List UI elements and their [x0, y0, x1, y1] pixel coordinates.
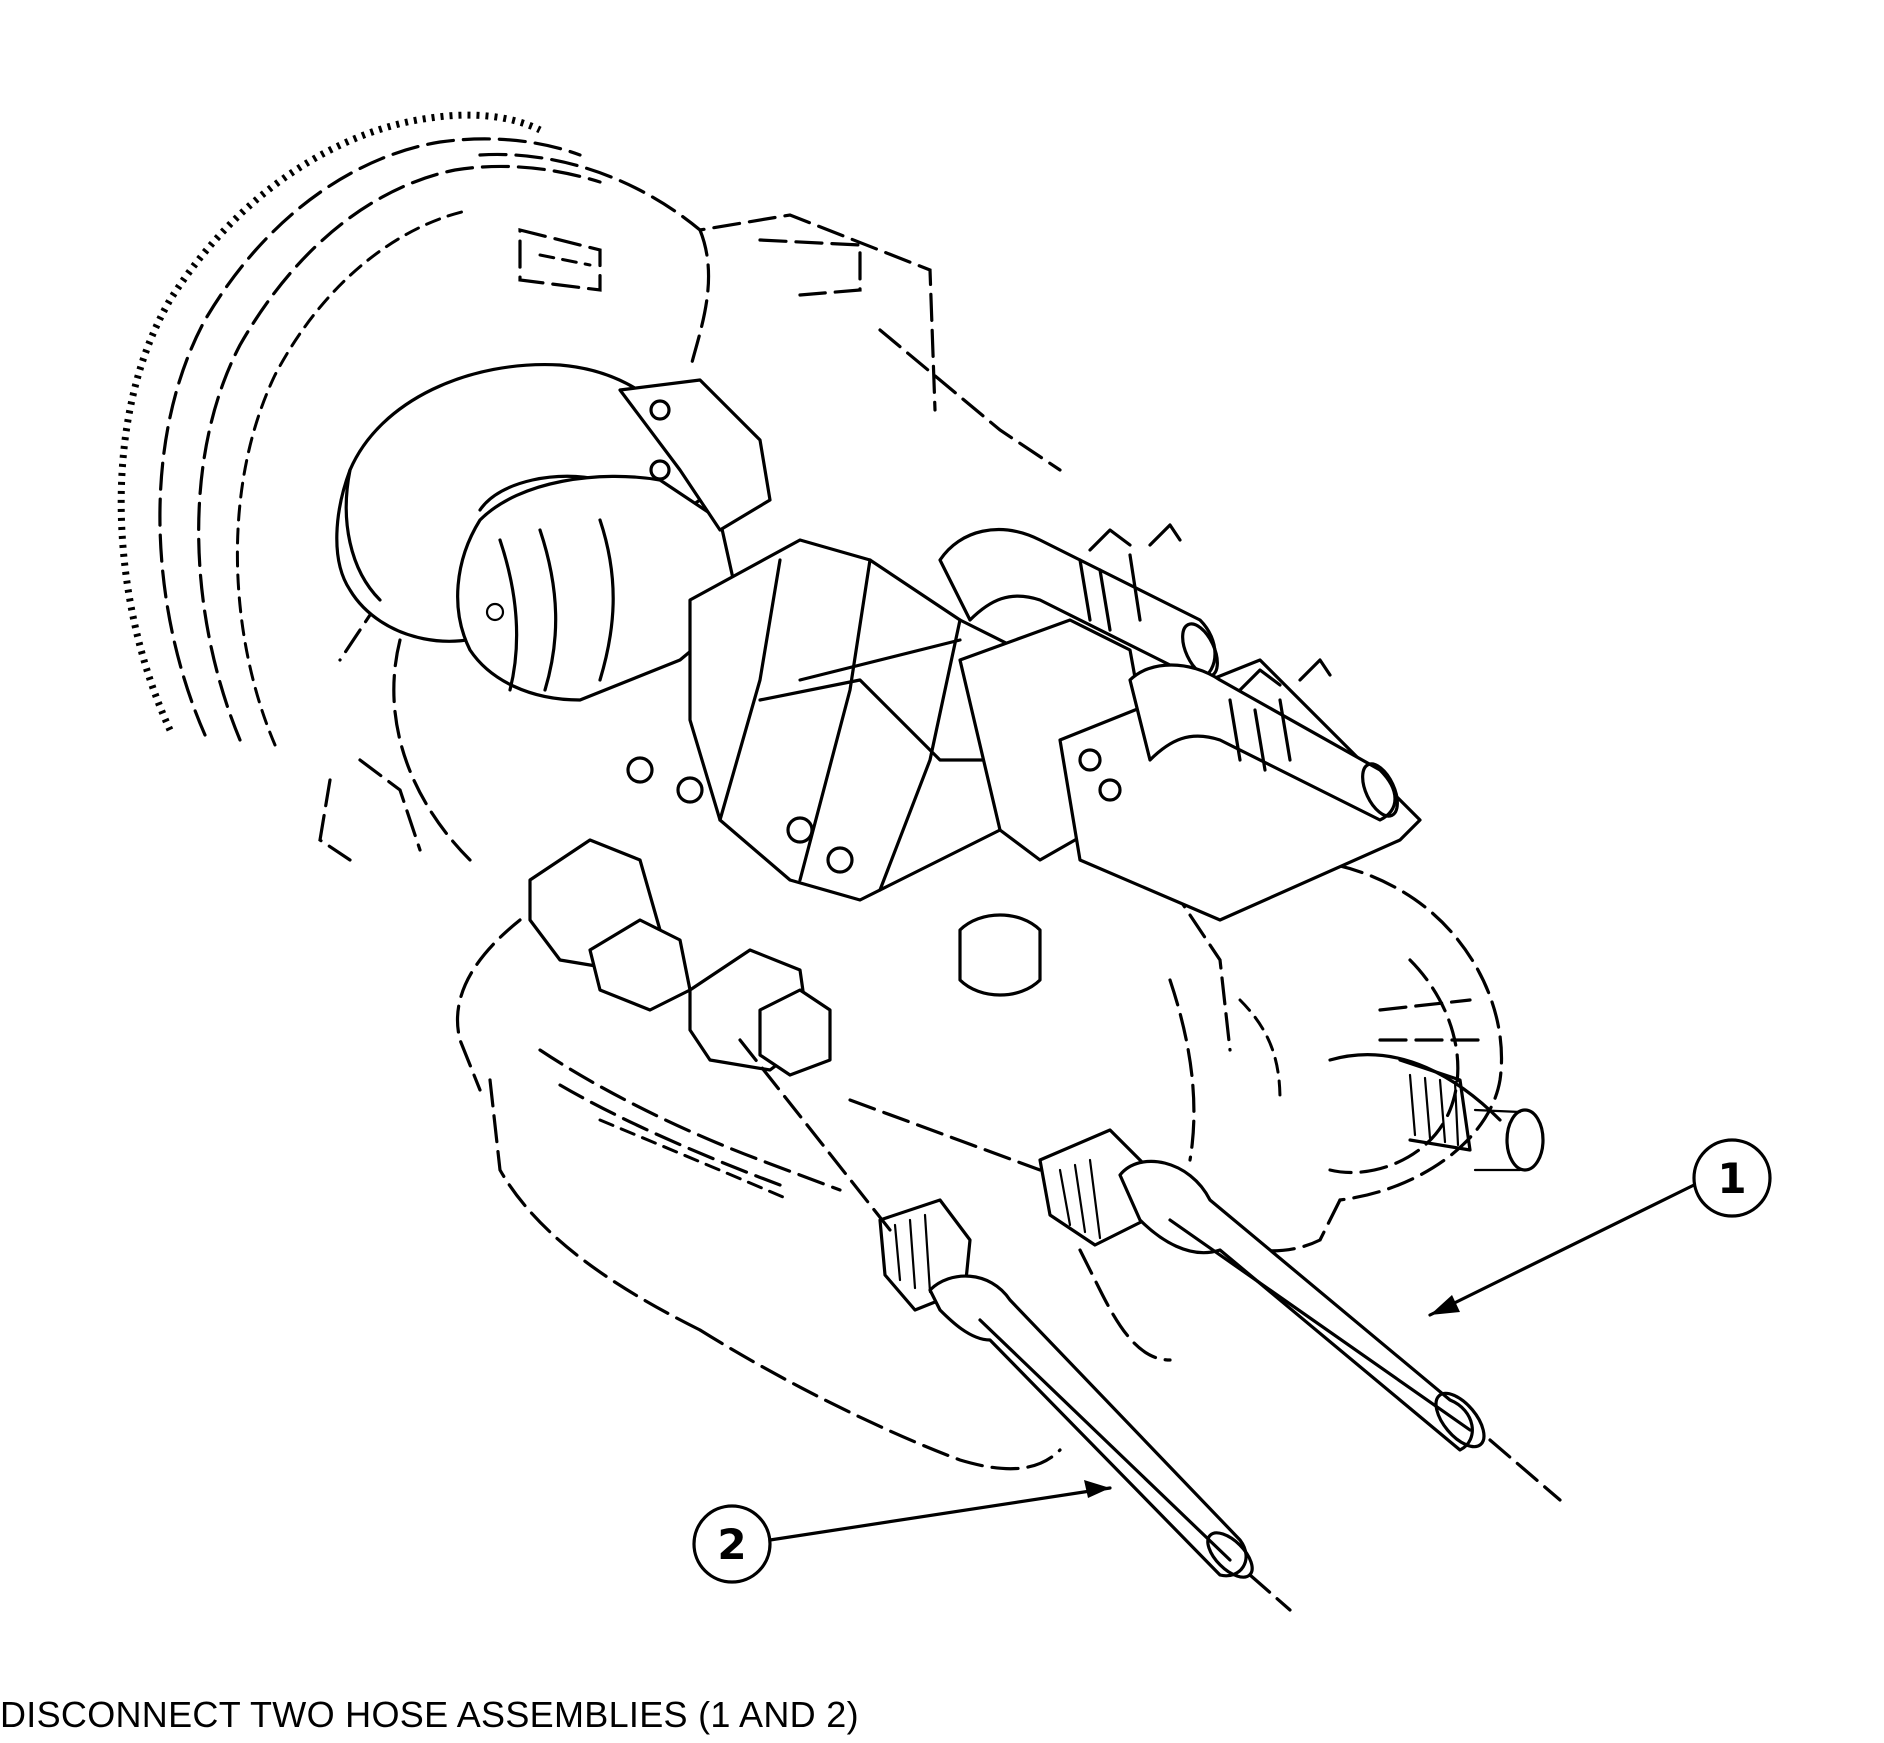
- hose-assembly-2: [738, 1038, 1292, 1612]
- callout-1-arrowhead: [1430, 1295, 1460, 1315]
- callout-1: 1: [1428, 1138, 1772, 1317]
- callout-1-leader: [1428, 1183, 1696, 1317]
- callout-2-leader: [768, 1486, 1112, 1542]
- instruction-text: DISCONNECT TWO HOSE ASSEMBLIES (1 AND 2): [0, 1694, 859, 1735]
- callout-2-arrowhead: [1084, 1480, 1110, 1498]
- callout-1-circle: [1692, 1138, 1772, 1218]
- output-shaft: [1328, 1053, 1545, 1172]
- upper-hoses: [938, 523, 1399, 822]
- flywheel-ring-gear: [117, 111, 602, 747]
- callout-2-circle: [692, 1504, 772, 1584]
- pump-fittings: [528, 756, 1042, 1077]
- pump-body: [335, 362, 1422, 922]
- callout-2: 2: [692, 1480, 1112, 1584]
- callout-2-label: 2: [717, 1520, 746, 1569]
- callout-1-label: 1: [1717, 1154, 1746, 1203]
- hose-assembly-1: [848, 1098, 1562, 1502]
